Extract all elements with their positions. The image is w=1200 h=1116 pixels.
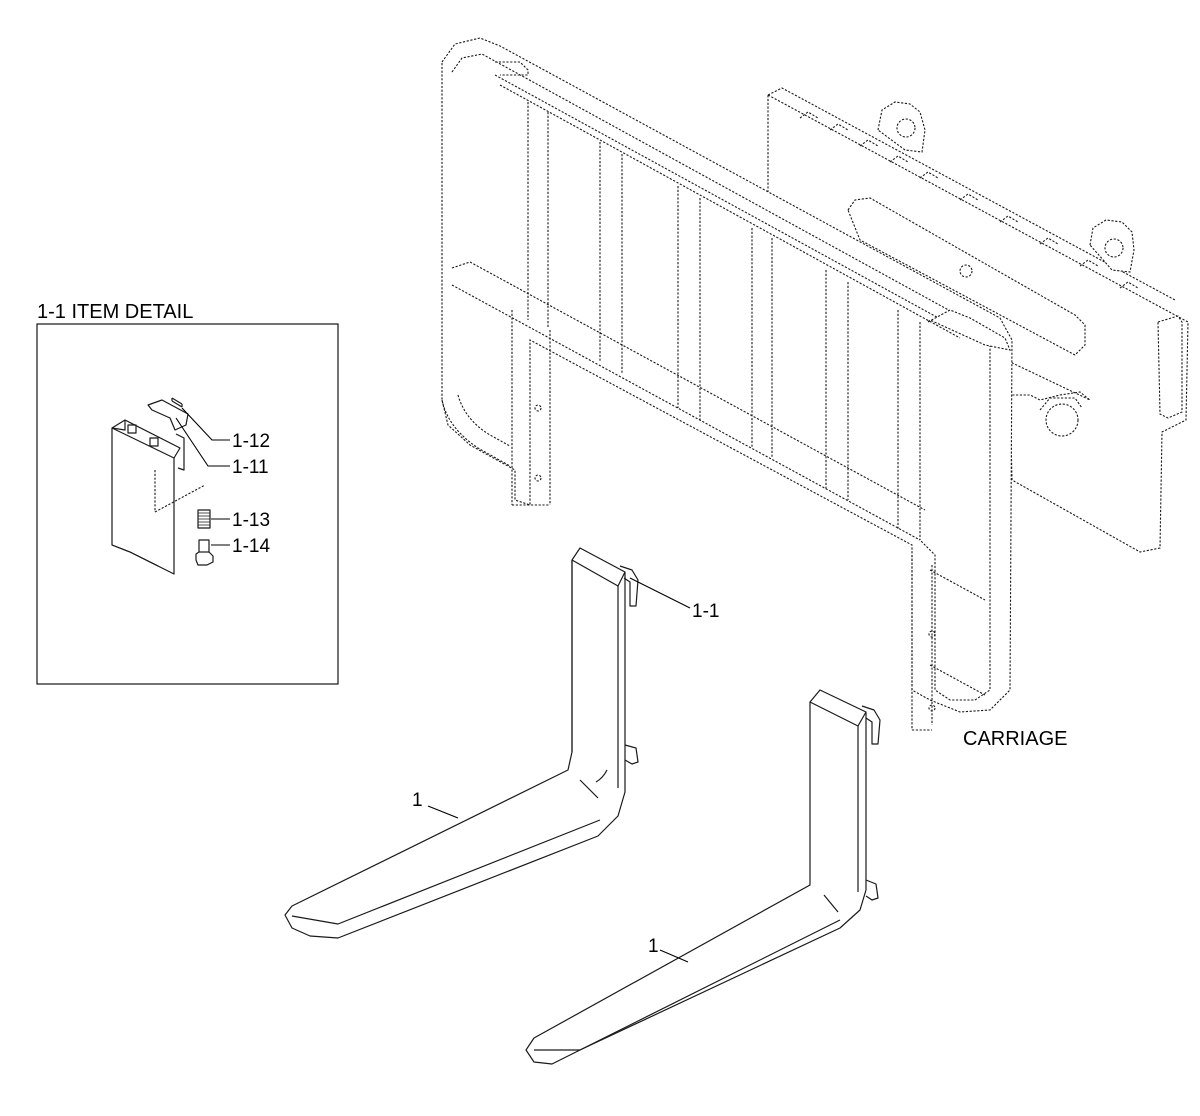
callout-fork-right: 1 <box>648 936 659 957</box>
item-detail-box <box>36 323 339 685</box>
callout-fork-left: 1 <box>412 790 423 811</box>
spring-icon <box>197 509 211 529</box>
callout-fork-attachment: 1-1 <box>692 601 719 622</box>
carriage-frame[interactable] <box>441 37 1013 731</box>
callout-1-11: 1-11 <box>232 457 269 478</box>
callout-1-13: 1-13 <box>232 510 270 531</box>
carriage-label: CARRIAGE <box>963 728 1067 750</box>
fork-right[interactable] <box>525 689 881 1065</box>
leader-1-1 <box>629 577 691 609</box>
plunger-icon <box>195 539 214 566</box>
detail-title: 1-1 ITEM DETAIL <box>37 301 193 323</box>
leader-1-right <box>659 949 689 963</box>
fork-left[interactable] <box>284 547 639 939</box>
callout-1-14: 1-14 <box>232 536 270 557</box>
leader-1-left <box>427 805 459 819</box>
callout-1-12: 1-12 <box>232 431 270 452</box>
